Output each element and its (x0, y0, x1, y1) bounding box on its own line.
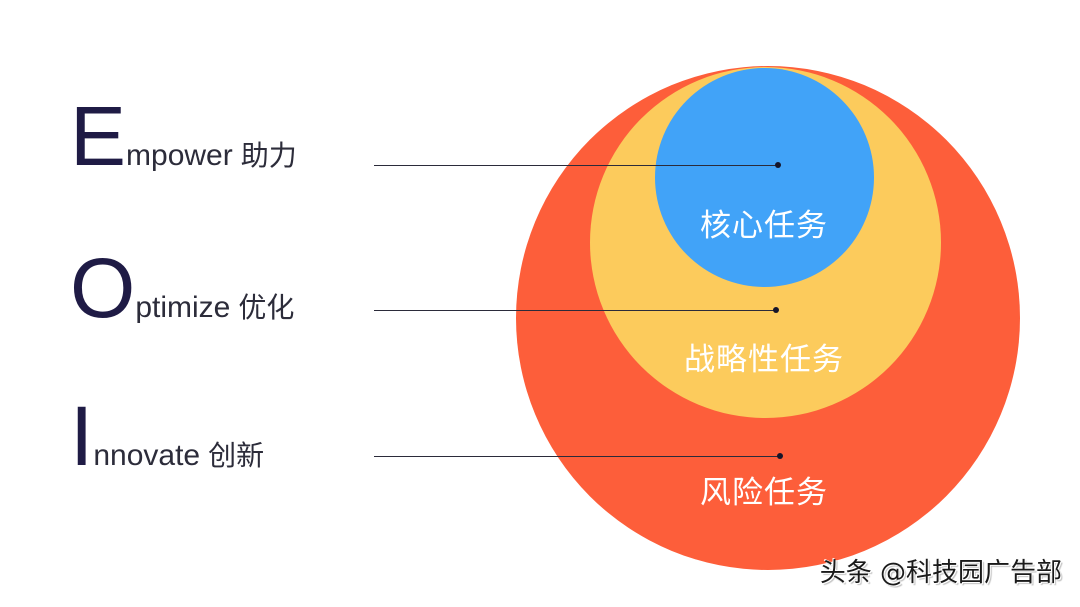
label-word: nnovate (93, 439, 201, 472)
connector-dot-optimize (773, 307, 779, 313)
label-word: mpower (126, 139, 233, 172)
label-chinese: 创新 (208, 439, 265, 472)
label-innovate: I nnovate 创新 (70, 394, 264, 478)
label-initial: O (70, 241, 135, 335)
strategic-tasks-label: 战略性任务 (684, 342, 844, 378)
label-initial: E (70, 89, 126, 183)
core-tasks-label: 核心任务 (700, 208, 828, 244)
label-empower: E mpower 助力 (70, 94, 297, 178)
core-tasks-circle (655, 68, 874, 287)
connector-line-optimize (374, 310, 776, 311)
label-chinese: 优化 (238, 291, 295, 324)
label-initial: I (70, 389, 93, 483)
connector-dot-innovate (777, 453, 783, 459)
connector-dot-empower (775, 162, 781, 168)
label-optimize: O ptimize 优化 (70, 246, 294, 330)
connector-line-empower (374, 165, 778, 166)
label-word: ptimize (135, 291, 231, 324)
connector-line-innovate (374, 456, 780, 457)
watermark: 头条 @科技园广告部 (819, 558, 1062, 588)
risk-tasks-label: 风险任务 (700, 475, 828, 511)
label-chinese: 助力 (240, 139, 297, 172)
